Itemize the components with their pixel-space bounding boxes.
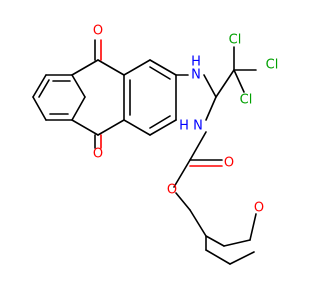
carbonyl-oxygen-label: O xyxy=(224,156,234,171)
carbonyl-top xyxy=(94,39,102,61)
carbamate-h-label: H xyxy=(179,119,189,134)
bond-ch-ccl3 xyxy=(215,69,235,98)
bond-c-o-ester xyxy=(173,159,191,188)
bond-c-cl3 xyxy=(233,69,245,93)
chlorine-3-label: Cl xyxy=(240,93,253,108)
thf-ring xyxy=(189,209,257,265)
ring-left xyxy=(32,74,86,121)
ring-middle xyxy=(71,59,125,136)
oxygen-top-label: O xyxy=(93,24,103,39)
carbamate-n-label: N xyxy=(193,119,203,134)
bond-ch-n2 xyxy=(205,96,217,121)
oxygen-bottom-label: O xyxy=(93,147,103,162)
amine-h-label: H xyxy=(191,55,201,70)
chlorine-1-label: Cl xyxy=(229,33,242,48)
bond-o-ch2 xyxy=(175,192,191,211)
molecule-diagram: O O H N Cl Cl Cl H N O O O xyxy=(32,23,279,265)
structure-svg: O O H N Cl Cl Cl H N O O O xyxy=(32,24,279,265)
ring-oxygen-label: O xyxy=(254,201,264,216)
bond-n2-c xyxy=(189,131,207,161)
ester-oxygen-label: O xyxy=(167,183,177,198)
bond-n-ch xyxy=(203,74,217,98)
carbonyl-bottom xyxy=(94,134,102,149)
ring-right xyxy=(123,59,177,136)
amine-n-label: N xyxy=(191,68,201,83)
chlorine-2-label: Cl xyxy=(266,58,279,73)
